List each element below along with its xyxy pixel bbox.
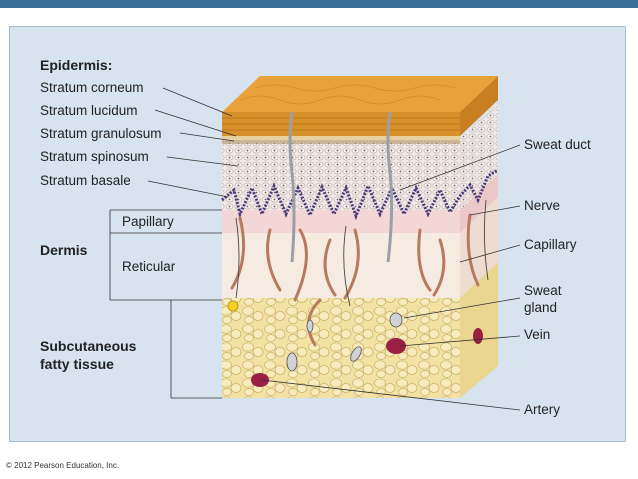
label-stratum-spinosum: Stratum spinosum <box>40 149 149 164</box>
label-stratum-lucidum: Stratum lucidum <box>40 103 138 118</box>
sweat-duct <box>288 111 296 263</box>
sweat-glands <box>286 312 403 372</box>
reticular-dermis <box>222 233 460 298</box>
label-sweat-duct: Sweat duct <box>524 137 591 152</box>
label-stratum-corneum: Stratum corneum <box>40 80 144 95</box>
capillaries <box>230 213 480 347</box>
label-subcutaneous: Subcutaneous <box>40 338 137 354</box>
label-capillary: Capillary <box>524 237 577 252</box>
label-sweat: Sweat <box>524 283 562 298</box>
artery <box>251 373 269 387</box>
label-dermis: Dermis <box>40 242 88 258</box>
vein-side <box>473 328 483 344</box>
copyright-notice: © 2012 Pearson Education, Inc. <box>6 461 120 470</box>
lucidum-band <box>222 136 460 140</box>
epidermis-cells <box>222 138 460 210</box>
label-artery: Artery <box>524 402 561 417</box>
label-papillary: Papillary <box>122 214 174 229</box>
header-bar <box>0 0 638 8</box>
basale-border <box>221 168 499 221</box>
vein <box>386 338 406 354</box>
skin-surface <box>222 76 498 112</box>
granulosum-band <box>222 140 460 144</box>
label-epidermis: Epidermis: <box>40 57 113 73</box>
label-gland: gland <box>524 300 558 315</box>
label-reticular: Reticular <box>122 259 176 274</box>
label-stratum-granulosum: Stratum granulosum <box>40 126 162 141</box>
leader-lines <box>109 87 521 411</box>
label-fatty-tissue: fatty tissue <box>40 356 114 372</box>
label-stratum-basale: Stratum basale <box>40 173 131 188</box>
label-nerve: Nerve <box>524 198 561 213</box>
nerves <box>235 199 489 307</box>
label-vein: Vein <box>524 327 551 342</box>
fat-marker <box>227 300 239 312</box>
